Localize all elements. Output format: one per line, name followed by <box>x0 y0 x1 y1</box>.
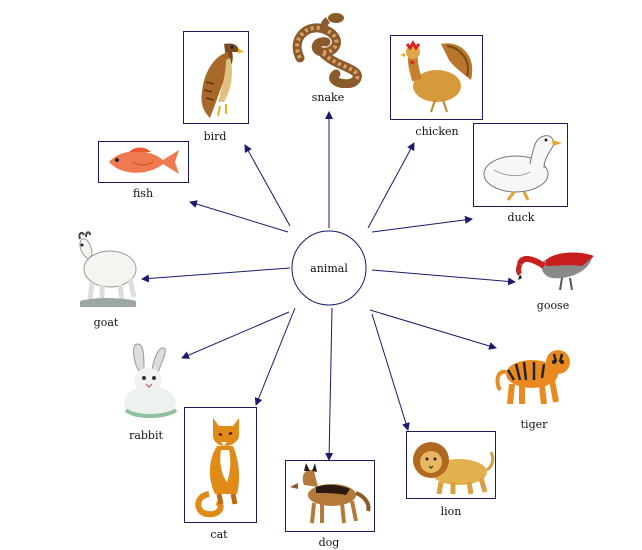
lion-node <box>406 431 496 499</box>
animal-label-goose: goose <box>536 299 570 312</box>
arrow-to-goat <box>141 267 291 283</box>
animal-label-fish: fish <box>132 187 154 200</box>
tiger-node <box>492 340 578 412</box>
tiger-icon <box>495 350 570 405</box>
rooster-icon <box>400 40 473 113</box>
bird-node <box>183 31 249 124</box>
snake-icon <box>292 13 362 89</box>
arrow-to-duck <box>371 215 473 233</box>
arrow-to-fish <box>189 200 289 233</box>
fish-icon <box>109 147 179 174</box>
goose-icon <box>516 252 594 291</box>
rabbit-icon <box>124 343 178 418</box>
chicken-node <box>390 35 483 120</box>
arrow-to-rabbit <box>181 311 290 359</box>
goat-icon <box>78 231 137 307</box>
animal-label-dog: dog <box>318 536 340 549</box>
dog-icon <box>290 463 371 524</box>
animal-label-bird: bird <box>203 130 227 143</box>
animal-label-lion: lion <box>440 505 462 518</box>
center-node <box>291 230 367 306</box>
goose-node <box>512 236 598 294</box>
dog-node <box>285 460 375 532</box>
hawk-icon <box>201 43 244 118</box>
animal-label-rabbit: rabbit <box>129 429 163 442</box>
fish-node <box>98 141 189 183</box>
arrow-to-dog <box>325 307 334 461</box>
duck-icon <box>483 135 562 201</box>
animal-label-goat: goat <box>93 316 119 329</box>
arrow-to-lion <box>371 313 410 431</box>
snake-node <box>286 8 372 89</box>
lion-icon <box>413 442 495 495</box>
animal-label-tiger: tiger <box>520 418 548 431</box>
center-label: animal <box>310 262 348 275</box>
cat-node <box>184 407 257 523</box>
arrow-to-cat <box>254 307 296 406</box>
cat-icon <box>195 418 240 518</box>
arrow-to-bird <box>244 144 291 227</box>
animal-label-cat: cat <box>210 528 228 541</box>
rabbit-node <box>114 340 184 420</box>
duck-node <box>473 123 568 207</box>
arrow-to-goose <box>371 269 516 286</box>
goat-node <box>70 229 142 311</box>
animal-label-duck: duck <box>507 211 535 224</box>
arrow-to-chicken <box>367 142 415 229</box>
animal-label-snake: snake <box>311 91 345 104</box>
arrow-to-tiger <box>369 309 497 350</box>
animal-label-chicken: chicken <box>415 125 459 138</box>
